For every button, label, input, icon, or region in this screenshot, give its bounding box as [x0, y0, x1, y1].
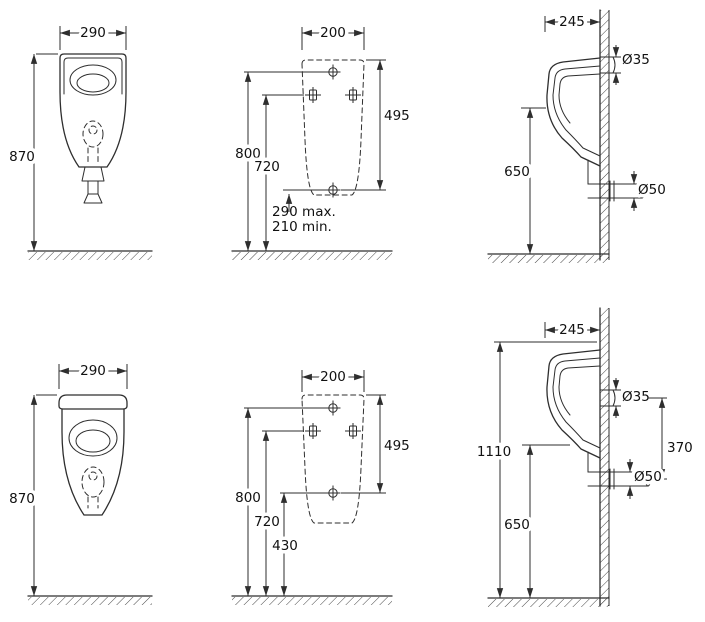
floor-line	[231, 595, 393, 605]
inlet-spigot	[599, 389, 616, 407]
dim-720-label: 720	[254, 514, 280, 530]
dim-1110: 1110	[473, 341, 597, 598]
dim-650-label: 650	[504, 164, 530, 180]
dim-800: 800	[232, 407, 327, 596]
mounting-hole-bottom	[325, 485, 341, 501]
urinal-side-profile	[546, 349, 601, 473]
mounting-outline	[301, 59, 365, 196]
mounting-bracket-left	[305, 87, 321, 103]
dim-495-label: 495	[384, 108, 410, 124]
spacing-dim-label: 200	[320, 25, 346, 41]
wall-section	[599, 307, 610, 607]
mounting-bracket-left	[305, 423, 321, 439]
mounting-hole-top	[325, 400, 341, 416]
dim-spacing-200: 200	[301, 366, 365, 392]
dim-outlet-range: 290 max. 210 min.	[272, 189, 336, 235]
dim-depth-245: 245	[544, 319, 600, 342]
dim-495: 495	[341, 394, 413, 494]
dim-495: 495	[341, 59, 413, 191]
dim-370-label: 370	[667, 440, 693, 456]
dim-width-290: 290	[59, 22, 127, 50]
urinal-front-outline	[59, 53, 127, 204]
mounting-bracket-right	[345, 87, 361, 103]
height-dim-label: 870	[9, 149, 35, 165]
dim-1110-label: 1110	[477, 444, 511, 460]
wall-section	[599, 9, 610, 261]
dim-spacing-200: 200	[301, 22, 365, 50]
floor-line	[487, 597, 610, 607]
dim-650: 650	[501, 444, 570, 598]
dim-430: 430	[269, 492, 327, 596]
mounting-hole-top	[325, 64, 341, 80]
bottom-side-view: 245 1110 650 Ø35 370 Ø50	[473, 307, 696, 607]
dim-inlet-diameter: Ø35	[612, 378, 653, 418]
floor-line	[487, 253, 610, 263]
inlet-spigot	[599, 56, 616, 74]
dim-800-label: 800	[235, 490, 261, 506]
floor-line	[27, 250, 153, 260]
dim-800: 800	[232, 71, 327, 251]
width-dim-label: 290	[80, 363, 106, 379]
depth-dim-label: 245	[559, 322, 585, 338]
height-dim-label: 870	[9, 491, 35, 507]
floor-line	[231, 250, 393, 260]
spacing-dim-label: 200	[320, 369, 346, 385]
dim-inlet-diameter: Ø35	[612, 45, 650, 85]
min-dim-label: 210 min.	[272, 219, 332, 235]
top-side-view: 245 650 Ø35 Ø50	[487, 9, 669, 263]
outlet-diameter-label: Ø50	[638, 182, 666, 198]
mounting-hole-bottom	[325, 182, 341, 198]
outlet-diameter-label: Ø50	[634, 469, 662, 485]
dim-depth-245: 245	[544, 11, 600, 34]
outlet-pipe	[587, 180, 645, 202]
urinal-side-profile	[546, 57, 601, 185]
dim-370: 370	[648, 397, 696, 480]
dim-650-label: 650	[504, 517, 530, 533]
width-dim-label: 290	[80, 25, 106, 41]
inlet-diameter-label: Ø35	[622, 52, 650, 68]
mounting-bracket-right	[345, 423, 361, 439]
dim-outlet-diameter: Ø50	[630, 171, 669, 211]
floor-line	[27, 595, 153, 605]
dim-800-label: 800	[235, 146, 261, 162]
max-dim-label: 290 max.	[272, 204, 336, 220]
inlet-diameter-label: Ø35	[622, 389, 650, 405]
bottom-front-view: 290 870	[6, 360, 153, 605]
dim-720: 720	[251, 430, 304, 596]
dim-height-870: 870	[6, 394, 57, 596]
dim-height-870: 870	[6, 53, 58, 251]
depth-dim-label: 245	[559, 14, 585, 30]
urinal-front-outline-lidded	[58, 394, 128, 516]
dim-650: 650	[501, 107, 546, 254]
dim-495-label: 495	[384, 438, 410, 454]
top-rear-view: 200 800 720 495 290 max. 210 min.	[231, 22, 413, 260]
dim-430-label: 430	[272, 538, 298, 554]
outlet-pipe	[587, 468, 651, 490]
dim-outlet-diameter: Ø50	[626, 459, 665, 499]
top-front-view: 290 870	[6, 22, 153, 260]
dim-720: 720	[251, 94, 304, 251]
dim-720-label: 720	[254, 159, 280, 175]
mounting-outline	[301, 394, 365, 524]
bottom-rear-view: 200 800 720 430 495	[231, 366, 413, 605]
dim-width-290: 290	[58, 360, 128, 389]
